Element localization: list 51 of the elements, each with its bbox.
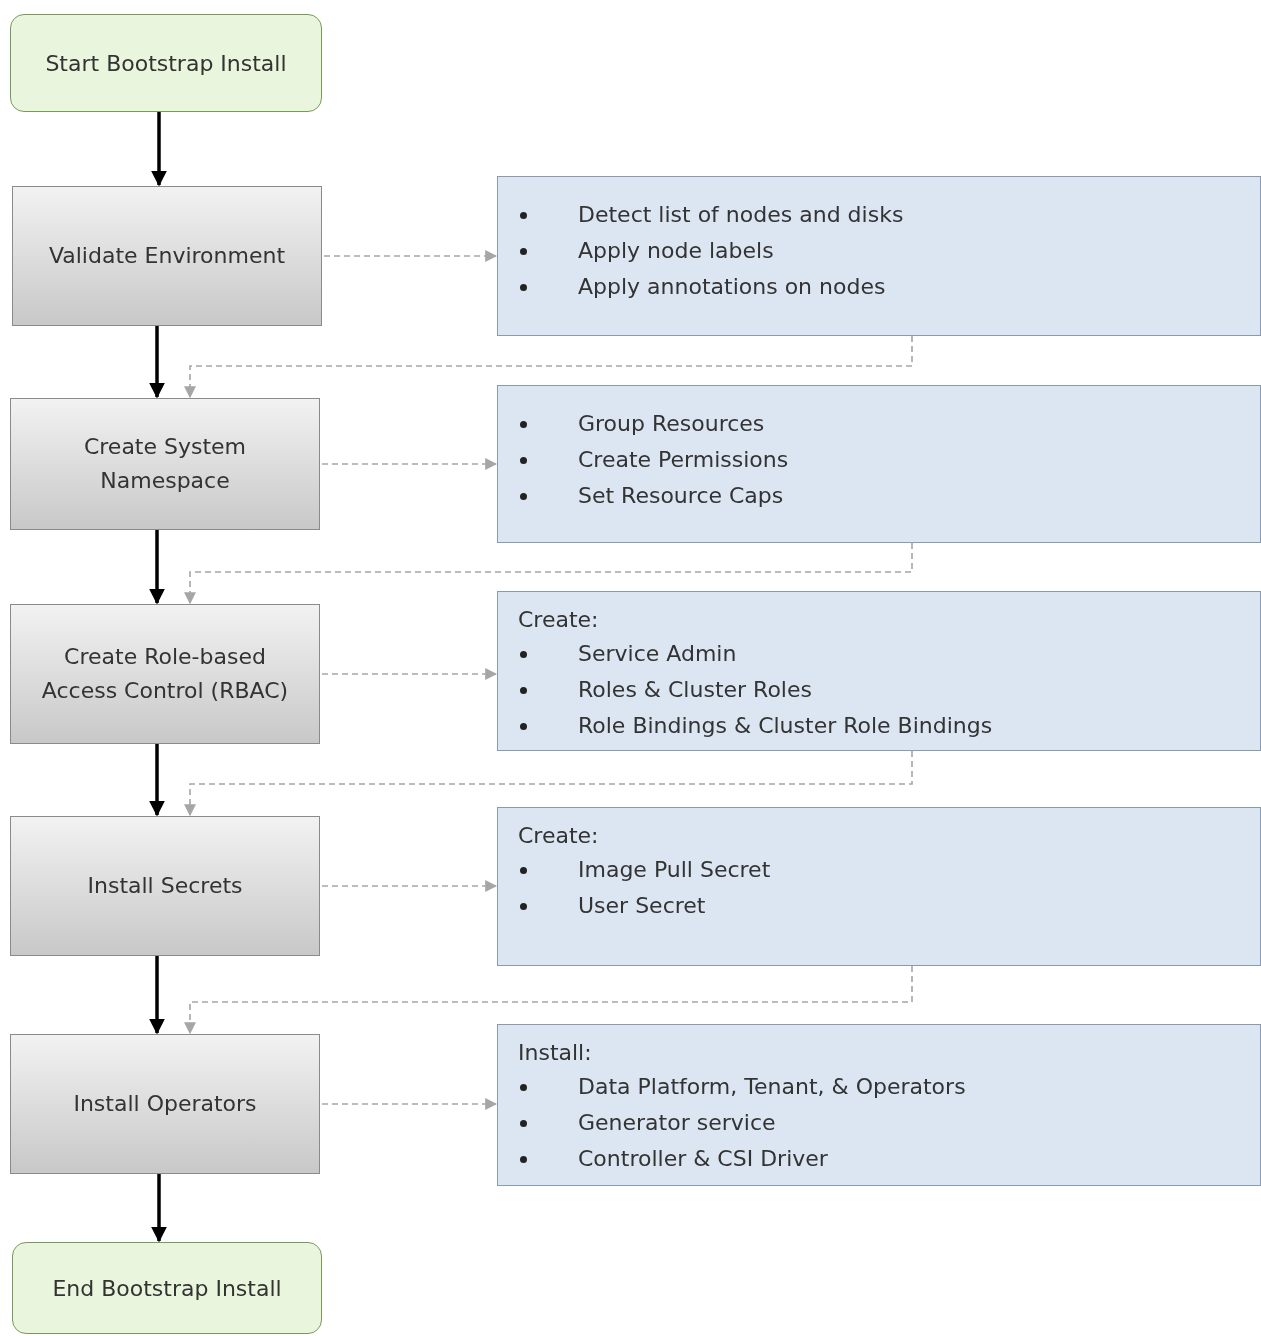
bullet-item: Set Resource Caps bbox=[518, 478, 1250, 514]
list-heading: Create: bbox=[518, 606, 600, 634]
arrow bbox=[151, 112, 167, 187]
arrow bbox=[184, 750, 913, 817]
arrow bbox=[184, 335, 913, 399]
process-box bbox=[10, 816, 320, 956]
node-label: End Bootstrap Install bbox=[52, 1275, 282, 1301]
bullet-item: Apply node labels bbox=[518, 233, 1250, 269]
arrow bbox=[321, 1098, 498, 1110]
arrow bbox=[151, 1174, 167, 1243]
arrow bbox=[184, 542, 913, 605]
arrow bbox=[321, 668, 498, 680]
node-label: Create Role-based Access Control (RBAC) bbox=[40, 642, 290, 705]
bullet-item: Create Permissions bbox=[518, 442, 1250, 478]
bullet-item: Controller & CSI Driver bbox=[518, 1141, 1250, 1177]
bullet-item: Role Bindings & Cluster Role Bindings bbox=[518, 708, 1250, 744]
arrow bbox=[149, 530, 165, 605]
terminal-box bbox=[12, 1242, 322, 1334]
arrow bbox=[184, 965, 913, 1035]
bullet-item: Data Platform, Tenant, & Operators bbox=[518, 1069, 1250, 1105]
bullet-item: Generator service bbox=[518, 1105, 1250, 1141]
bullet-item: Service Admin bbox=[518, 636, 1250, 672]
arrow bbox=[321, 880, 498, 892]
process-box bbox=[10, 398, 320, 530]
bullet-item: Roles & Cluster Roles bbox=[518, 672, 1250, 708]
arrow bbox=[149, 956, 165, 1035]
list-heading: Create: bbox=[518, 822, 600, 850]
arrow bbox=[149, 744, 165, 817]
bullet-item: Detect list of nodes and disks bbox=[518, 197, 1250, 233]
bullet-item: User Secret bbox=[518, 888, 1250, 924]
process-box bbox=[12, 186, 322, 326]
process-box bbox=[10, 604, 320, 744]
bullet-item: Group Resources bbox=[518, 406, 1250, 442]
note-box bbox=[497, 176, 1261, 336]
bullet-item: Image Pull Secret bbox=[518, 852, 1250, 888]
note-box bbox=[497, 1024, 1261, 1186]
process-box bbox=[10, 1034, 320, 1174]
note-box bbox=[497, 807, 1261, 966]
note-box bbox=[497, 385, 1261, 543]
arrow bbox=[149, 326, 165, 399]
node-label: Start Bootstrap Install bbox=[45, 50, 287, 76]
bullet-item: Apply annotations on nodes bbox=[518, 269, 1250, 305]
arrow bbox=[321, 458, 498, 470]
node-label: Install Operators bbox=[73, 1089, 257, 1118]
terminal-box bbox=[10, 14, 322, 112]
node-label: Create System Namespace bbox=[82, 432, 248, 495]
arrow bbox=[323, 250, 498, 262]
node-label: Install Secrets bbox=[87, 871, 243, 900]
list-heading: Install: bbox=[518, 1039, 593, 1067]
node-label: Validate Environment bbox=[48, 241, 286, 270]
note-box bbox=[497, 591, 1261, 751]
